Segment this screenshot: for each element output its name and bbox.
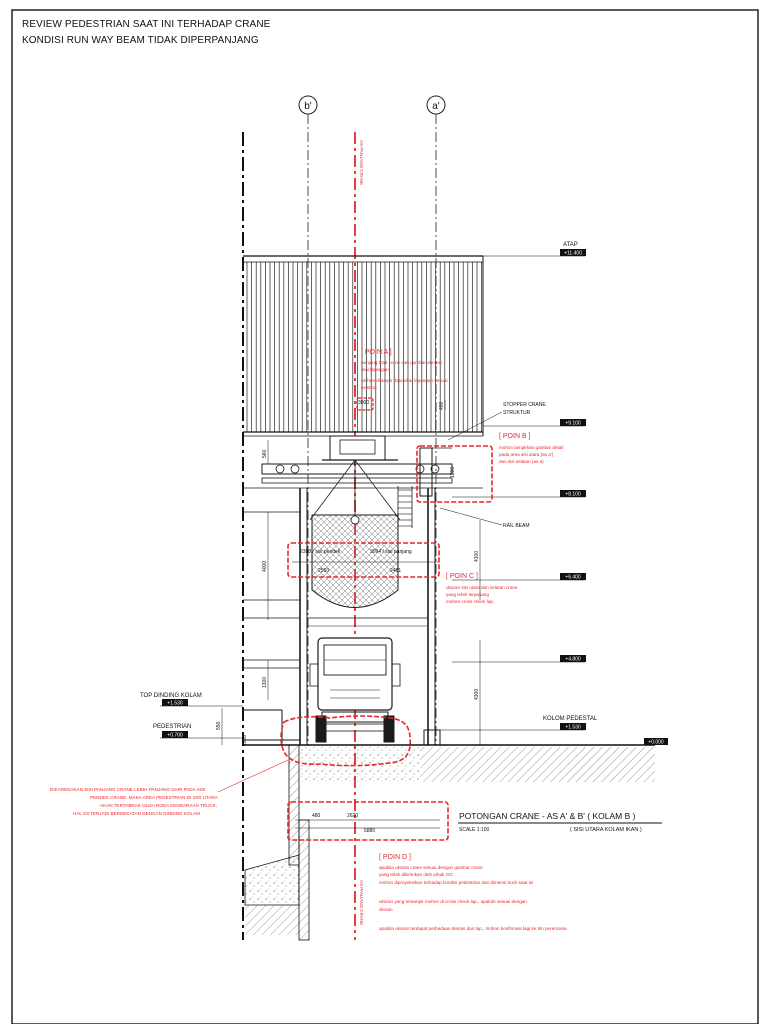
poin-a-text-3: Mohon dilampir data ukur lapangan sesuai xyxy=(361,378,448,383)
crane-structure xyxy=(243,435,483,746)
dim-4000: 4000 xyxy=(262,561,268,572)
poin-b-text-1: mohon lampirkan gambar detail xyxy=(499,445,563,450)
stopper-label-1: STOPPER CRANE xyxy=(503,402,546,408)
poin-d-title: [ POIN D ] xyxy=(379,854,411,861)
rail-beam-label: RAIL BEAM xyxy=(503,523,530,529)
dim-480: 480 xyxy=(312,813,321,819)
poin-c-text-2: yang telah terpasang xyxy=(446,592,489,597)
note-left-2: PENDEK CRANE, MAKA AREA PEDESTRIAN DI SI… xyxy=(90,795,219,800)
section-title: POTONGAN CRANE - AS A' & B' ( KOLAM B ) xyxy=(459,811,636,821)
poin-b-text-3: dan sisi selatan (as a) xyxy=(499,459,544,464)
dimensions: 4000 560 1300 550 1000 4100 400 1200 430… xyxy=(216,400,481,834)
poin-c-text-1: ukuran sisi utara dan selatan crane xyxy=(446,585,518,590)
note-left-4: HAL INI TERJADI BERDEKATAN DENGAN DINDIN… xyxy=(73,811,200,816)
poin-d-text-2: yang telah dikirimkan oleh pihak GG xyxy=(379,872,453,877)
level-pedestrian-label: PEDESTRIAN xyxy=(153,724,191,730)
markup-annotations: [ POIN A ] panjang total crane dan gamba… xyxy=(50,349,567,931)
dim-sisi-panjang: 3094 / sisi panjang xyxy=(370,549,412,555)
dim-1200: 1200 xyxy=(450,467,456,478)
level-kolom-elev: +1.530 xyxy=(565,725,581,731)
poin-d-text-1: apabila ukuran crane sesuai dengan gamba… xyxy=(379,865,483,870)
dim-4300: 4300 xyxy=(474,689,480,700)
poin-a-text-4: existing xyxy=(361,385,377,390)
poin-d-text-4: ukuran yang tertampir mohon di cross che… xyxy=(379,899,527,904)
level-kolom-label: KOLOM PEDESTAL xyxy=(543,716,598,722)
dim-2550: 2550 xyxy=(318,568,329,574)
poin-b-text-2: pada area sisi utara (as a') xyxy=(499,452,554,457)
gridline-a: a' xyxy=(426,95,446,745)
level-atap-label: ATAP xyxy=(563,242,578,248)
gridline-b-label: b' xyxy=(304,101,312,112)
dim-5880: 5880 xyxy=(364,828,375,834)
dim-3000: 3000 xyxy=(358,400,369,406)
poin-a-title: [ POIN A ] xyxy=(361,349,392,356)
poin-d-text-5: desain xyxy=(379,907,393,912)
poin-c-title: [ POIN C ] xyxy=(446,573,478,580)
dim-1000: 1000 xyxy=(242,735,248,746)
level-top-dinding-label: TOP DINDING KOLAM xyxy=(140,693,202,699)
ground-section xyxy=(243,709,655,941)
poin-d-text-3: mohon diproyeksikan terhadap kondisi ped… xyxy=(379,880,533,885)
section-scale: SCALE 1:100 xyxy=(459,827,490,833)
note-left-1: DIKARENAKAN SISI PANJANG CRANE LEBIH PAN… xyxy=(50,787,205,792)
component-labels: STOPPER CRANE STRUKTUR RAIL BEAM xyxy=(439,402,546,529)
level-ground-elev: +0.000 xyxy=(648,740,664,746)
level-stopper-elev: +9.100 xyxy=(565,421,581,427)
section-title-block: POTONGAN CRANE - AS A' & B' ( KOLAM B ) … xyxy=(458,811,662,833)
dim-sisi-pendek: 2388 / sisi pendek xyxy=(300,549,341,555)
gridline-a-label: a' xyxy=(432,101,440,112)
dim-4100: 4100 xyxy=(474,551,480,562)
poin-d-text-6: apabila ukuran terdapat perbedaan desain… xyxy=(379,926,567,931)
sheet-title-line-2: KONDISI RUN WAY BEAM TIDAK DIPERPANJANG xyxy=(22,35,259,46)
dim-2481: 2481 xyxy=(390,568,401,574)
gridline-b: b' xyxy=(298,95,318,745)
sheet-title-line-1: REVIEW PEDESTRIAN SAAT INI TERHADAP CRAN… xyxy=(22,19,271,30)
dim-1300: 1300 xyxy=(262,677,268,688)
poin-a-text-2: real lapangan. xyxy=(361,367,390,372)
level-atap-elev: +11.400 xyxy=(564,251,582,257)
level-mid2-elev: +4.800 xyxy=(565,657,581,663)
poin-c-text-3: mohon cross check lap. xyxy=(446,599,494,604)
truck xyxy=(309,637,401,743)
crane-axis: AS PANJANG CRANE AS PANJANG CRANE xyxy=(354,132,364,940)
level-top-dinding-elev: +1.530 xyxy=(167,701,183,707)
sheet-border xyxy=(11,9,759,1024)
section-subtitle: ( SISI UTARA KOLAM IKAN ) xyxy=(570,827,642,833)
poin-b-title: [ POIN B ] xyxy=(499,433,531,440)
dim-550: 550 xyxy=(216,721,222,730)
dim-400: 400 xyxy=(439,401,445,410)
stopper-label-2: STRUKTUR xyxy=(503,410,531,416)
level-rail-elev: +8.100 xyxy=(565,492,581,498)
dim-2620: 2620 xyxy=(347,813,358,819)
poin-a-text-1: panjang total crane dan gambar dengan xyxy=(361,360,443,365)
dim-560: 560 xyxy=(262,449,268,458)
level-mid1-elev: +6.400 xyxy=(565,575,581,581)
level-pedestrian-elev: +0.700 xyxy=(167,733,183,739)
crane-axis-label-top: AS PANJANG CRANE xyxy=(359,140,364,185)
crane-axis-label-bottom: AS PANJANG CRANE xyxy=(359,880,364,925)
level-markers: ATAP +11.400 +9.100 +8.100 +6.400 +4.800… xyxy=(140,242,668,746)
roof-cladding xyxy=(243,255,484,437)
note-left-3: AKAN TERTABRAK OLEH RODA KENDARAAN TRUCK… xyxy=(100,803,217,808)
